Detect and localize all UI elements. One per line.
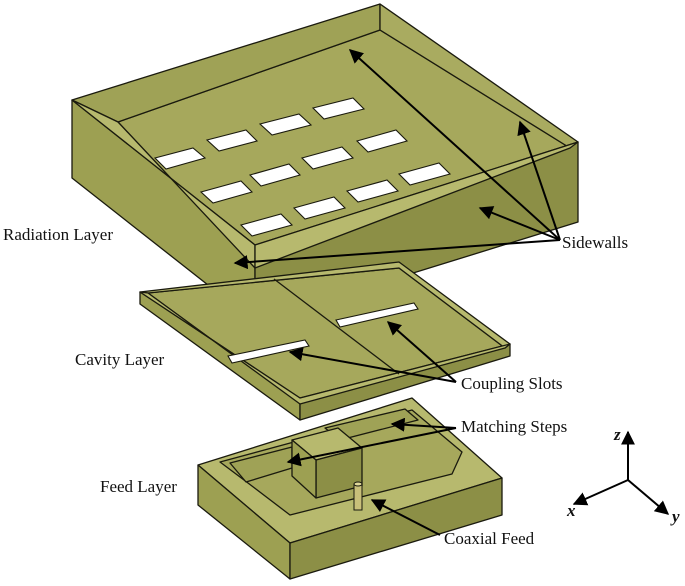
- coaxial-feed-label: Coaxial Feed: [444, 529, 535, 548]
- radiation-slot: [199, 180, 254, 204]
- annotation-arrows: [233, 49, 561, 536]
- cavity-divider: [273, 278, 400, 375]
- radiation-slot: [258, 113, 313, 136]
- coaxial-feed-arrow: [370, 499, 441, 536]
- radiation-layer-label: Radiation Layer: [3, 225, 113, 244]
- radiation-slot: [300, 146, 355, 170]
- radiation-slot: [292, 196, 347, 220]
- coupling-slots-arrow: [386, 321, 457, 383]
- radiation-slot: [239, 213, 294, 237]
- labels: Radiation Layer Sidewalls Cavity Layer C…: [3, 225, 628, 548]
- coordinate-axes: z x y: [566, 425, 680, 526]
- y-axis: [627, 479, 670, 515]
- coupling-slot: [227, 339, 310, 364]
- y-axis-label: y: [670, 507, 680, 526]
- radiation-slot: [205, 129, 259, 152]
- x-axis: [572, 479, 629, 506]
- cavity-layer: [139, 261, 511, 421]
- z-axis-label: z: [613, 425, 621, 444]
- matching-steps-arrow: [390, 417, 457, 432]
- sidewalls-label: Sidewalls: [562, 233, 628, 252]
- radiation-slots: [153, 97, 452, 237]
- radiation-slot: [248, 163, 302, 187]
- coupling-slots-arrow: [288, 347, 457, 383]
- radiation-rim-front-right: [254, 141, 579, 269]
- radiation-slot: [355, 129, 409, 153]
- radiation-slot: [153, 147, 207, 170]
- cavity-layer-label: Cavity Layer: [75, 350, 165, 369]
- sidewalls-arrow: [478, 206, 561, 241]
- x-axis-label: x: [566, 501, 576, 520]
- coupling-slot: [335, 302, 419, 328]
- feed-wall-front-right: [289, 477, 503, 580]
- feed-layer: [197, 397, 503, 580]
- matching-steps-arrow: [286, 427, 457, 467]
- coaxial-feed-pin: [353, 481, 363, 511]
- radiation-slot: [311, 97, 366, 120]
- feed-layer-label: Feed Layer: [100, 477, 177, 496]
- sidewalls-arrow: [348, 49, 561, 241]
- cavity-rim-front: [139, 291, 511, 405]
- radiation-layer: [71, 3, 579, 323]
- coupling-slots-label: Coupling Slots: [461, 374, 563, 393]
- radiation-slot: [345, 179, 400, 203]
- sidewalls-arrow: [233, 239, 561, 270]
- radiation-slot: [397, 162, 452, 186]
- matching-steps-label: Matching Steps: [461, 417, 567, 436]
- sidewalls-arrow: [517, 120, 561, 241]
